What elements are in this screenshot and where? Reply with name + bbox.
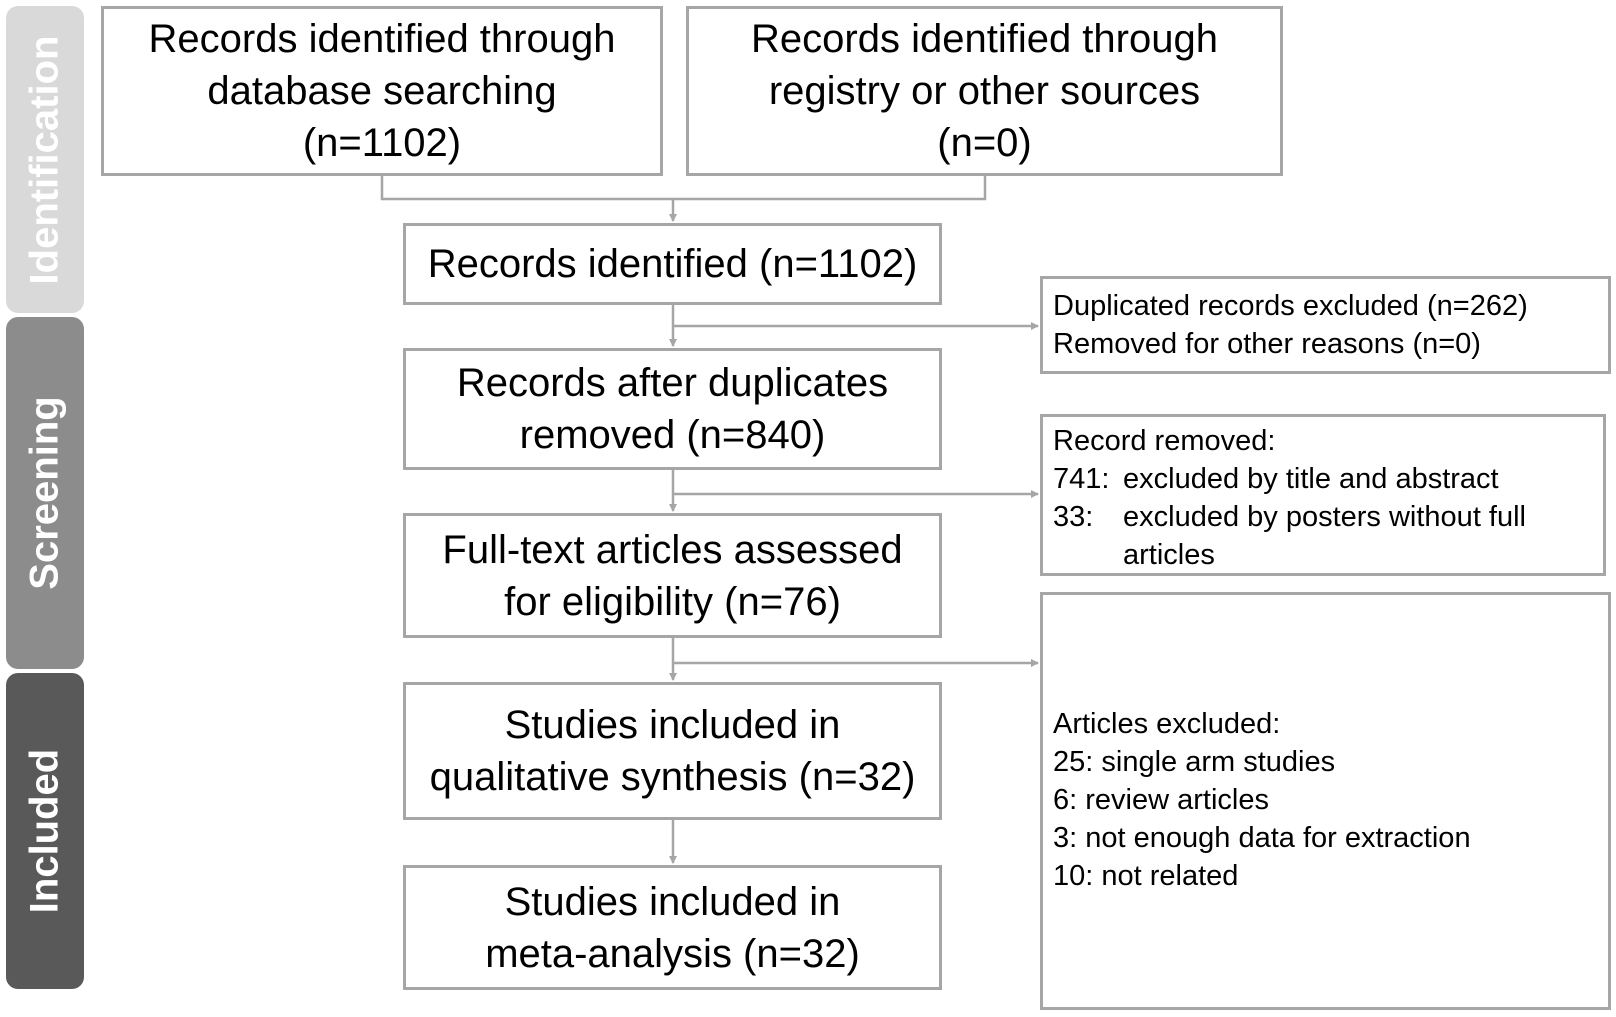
removed-reason: excluded by title and abstract <box>1123 463 1499 495</box>
box-line: database searching <box>207 69 557 113</box>
box-line: removed (n=840) <box>519 413 826 457</box>
box-line: Full-text articles assessed <box>442 527 903 572</box>
box-line: Records after duplicates <box>456 361 889 405</box>
excluded-reason: 10: not related <box>1053 860 1239 892</box>
phase-bar-included: Included <box>6 673 84 989</box>
removed-reason: articles <box>1123 539 1215 571</box>
box-line: Records identified (n=1102) <box>427 242 918 286</box>
articles-excluded-box: Articles excluded: 25: single arm studie… <box>1040 592 1611 1010</box>
exclusion-line: Removed for other reasons (n=0) <box>1053 328 1481 360</box>
merge-connector <box>380 176 987 201</box>
box-line: for eligibility (n=76) <box>504 579 841 624</box>
records-identified-box: Records identified (n=1102) <box>403 223 942 305</box>
removed-count: 741: <box>1053 463 1110 495</box>
box-line: qualitative synthesis (n=32) <box>429 755 916 799</box>
removed-reason: excluded by posters without full <box>1123 501 1526 533</box>
removed-count: 33: <box>1053 501 1094 533</box>
registry-records-box: Records identified through registry or o… <box>686 6 1283 176</box>
box-line: (n=0) <box>937 121 1032 165</box>
box-line: meta-analysis (n=32) <box>485 931 860 976</box>
database-records-box: Records identified through database sear… <box>101 6 663 176</box>
phase-bar-screening: Screening <box>6 317 84 669</box>
excluded-reason: 3: not enough data for extraction <box>1053 822 1471 854</box>
excluded-reason: 25: single arm studies <box>1053 746 1336 778</box>
records-removed-heading: Record removed: <box>1053 425 1276 457</box>
box-line: registry or other sources <box>768 69 1201 113</box>
meta-analysis-box: Studies included in meta-analysis (n=32) <box>403 865 942 990</box>
records-removed-box: Record removed: 741: excluded by title a… <box>1040 414 1606 576</box>
phase-bar-identification: Identification <box>6 6 84 313</box>
exclusion-line: Duplicated records excluded (n=262) <box>1053 290 1528 322</box>
box-line: Studies included in <box>504 703 841 747</box>
full-text-assessed-box: Full-text articles assessed for eligibil… <box>403 513 942 638</box>
qualitative-synthesis-box: Studies included in qualitative synthesi… <box>403 682 942 820</box>
box-line: Records identified through <box>148 17 616 61</box>
box-line: (n=1102) <box>302 121 462 165</box>
box-line: Records identified through <box>751 17 1218 61</box>
duplicates-excluded-box: Duplicated records excluded (n=262) Remo… <box>1040 276 1611 374</box>
records-after-duplicates-box: Records after duplicates removed (n=840) <box>403 348 942 470</box>
removed-count <box>1053 536 1123 574</box>
box-line: Studies included in <box>504 879 841 924</box>
articles-excluded-heading: Articles excluded: <box>1053 708 1281 740</box>
excluded-reason: 6: review articles <box>1053 784 1269 816</box>
